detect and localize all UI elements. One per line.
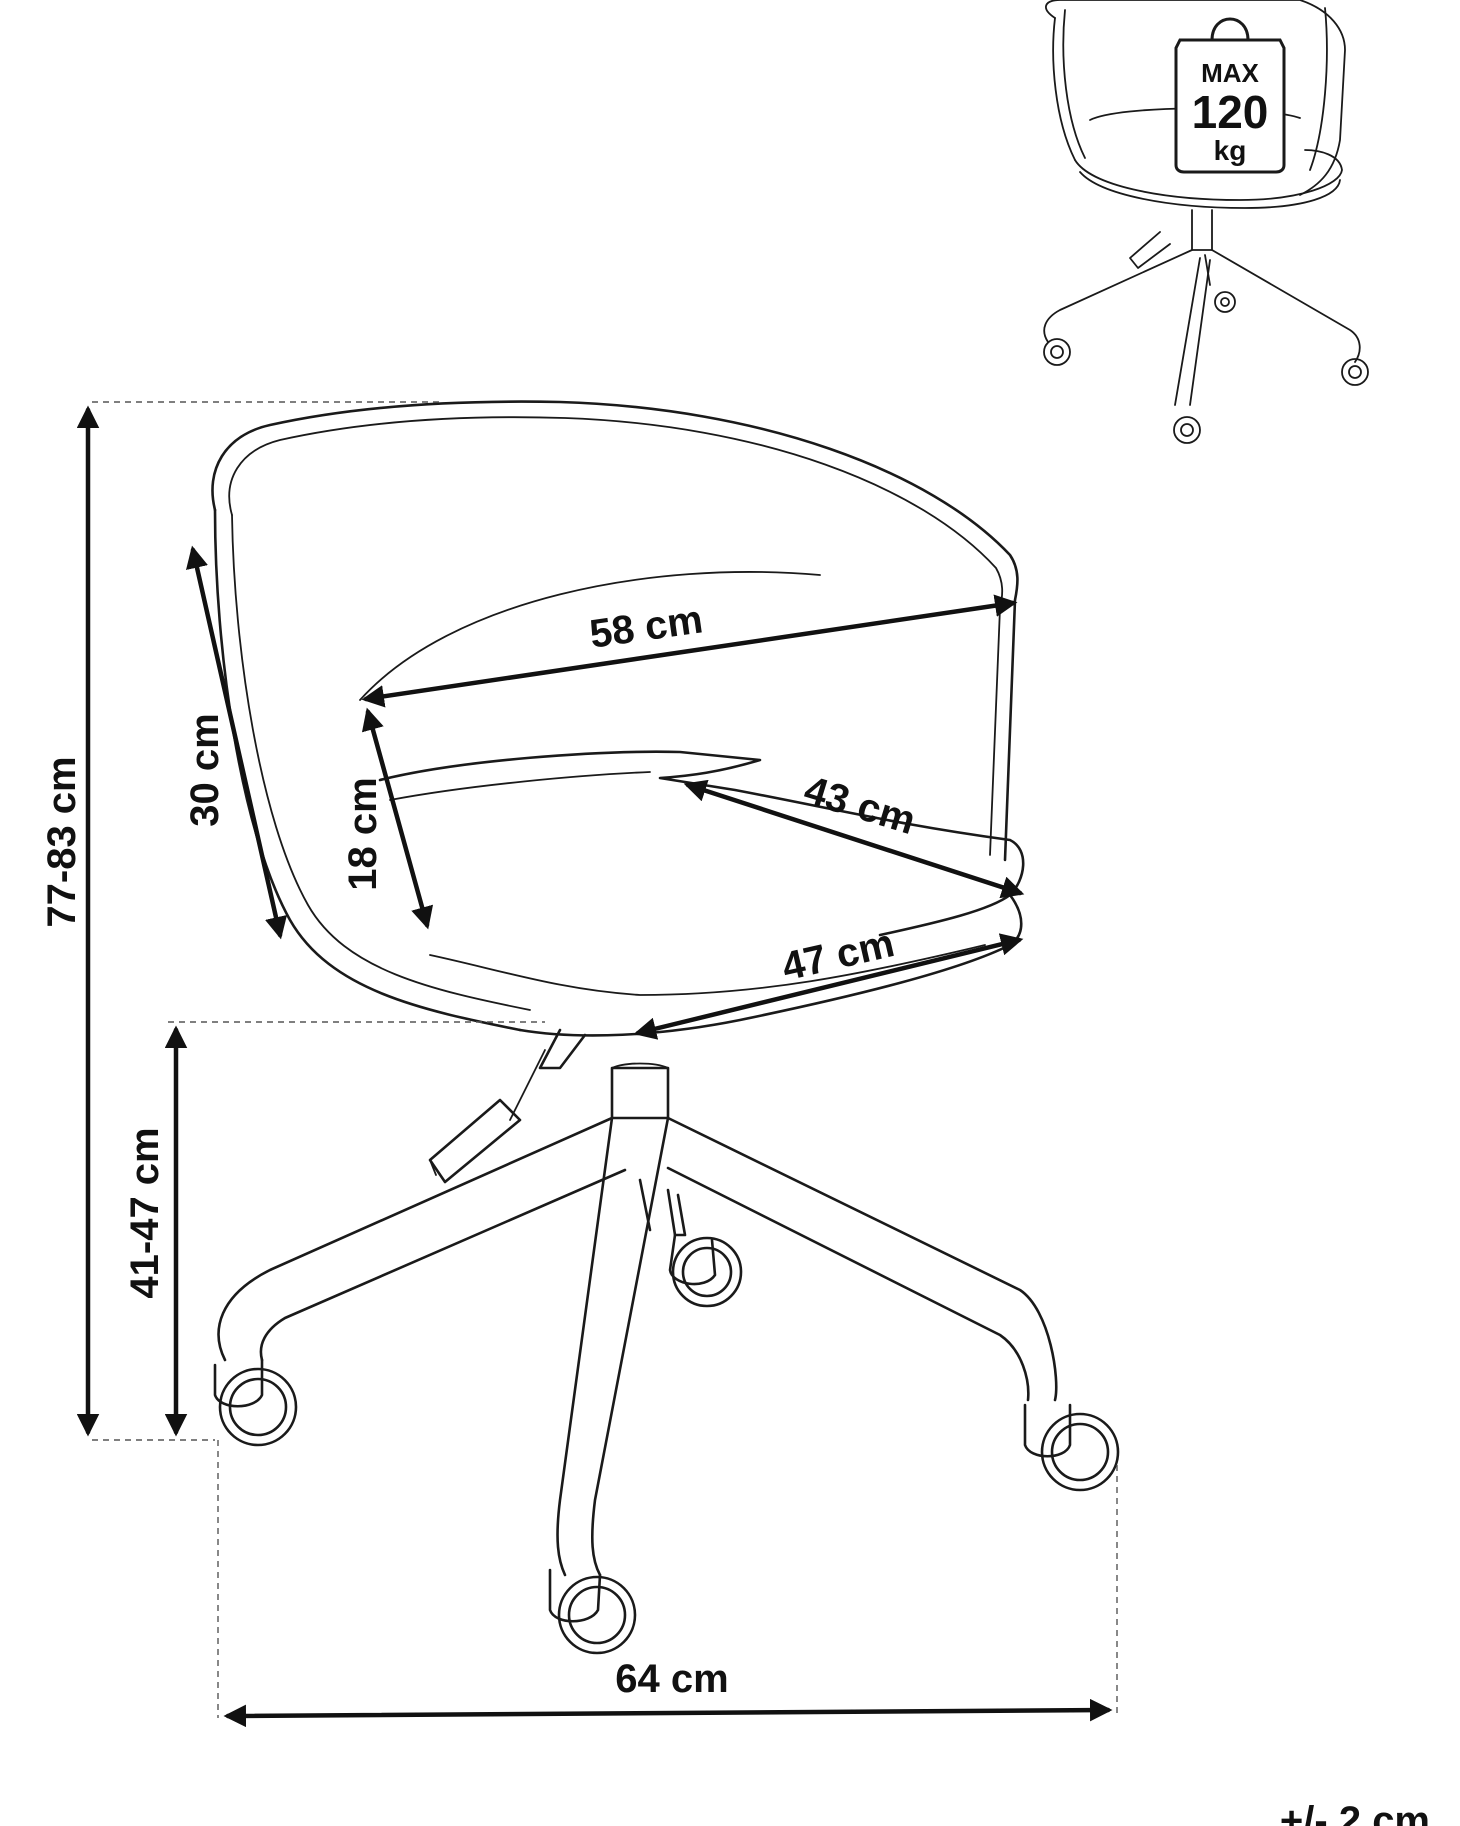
total-height-label: 77-83 cm — [40, 756, 84, 927]
caster-wheel-left — [213, 1358, 298, 1447]
reference-chair-icon: MAX 120 kg — [1043, 0, 1369, 444]
armrest-height-arrow — [361, 707, 434, 930]
back-height-label: 30 cm — [183, 713, 227, 826]
caster-wheel-front — [548, 1568, 637, 1655]
capacity-max-label: MAX — [1201, 58, 1259, 88]
base-width-arrow — [223, 1698, 1113, 1728]
capacity-unit: kg — [1214, 135, 1247, 166]
dimension-arrows — [76, 405, 1113, 1728]
seat-depth-label: 43 cm — [799, 768, 920, 843]
seat-width-arrow — [633, 933, 1024, 1040]
caster-wheel-back — [668, 1233, 743, 1308]
dimension-labels: 77-83 cm 41-47 cm 30 cm 18 cm 58 cm 43 c… — [40, 597, 1430, 1826]
caster-wheel-right — [1023, 1403, 1120, 1492]
seat-width-label: 47 cm — [778, 921, 898, 989]
inner-width-label: 58 cm — [587, 597, 705, 656]
weight-tag-icon — [1174, 38, 1286, 174]
armrest-height-label: 18 cm — [341, 777, 385, 890]
seat-height-label: 41-47 cm — [123, 1127, 167, 1298]
tolerance-note: +/- 2 cm — [1280, 1799, 1430, 1826]
inner-width-arrow — [361, 594, 1018, 708]
base-width-label: 64 cm — [615, 1657, 728, 1701]
dimension-guides — [92, 401, 1118, 1718]
capacity-value: 120 — [1192, 86, 1269, 138]
seat-depth-arrow — [683, 779, 1025, 899]
back-height-arrow — [185, 545, 288, 940]
